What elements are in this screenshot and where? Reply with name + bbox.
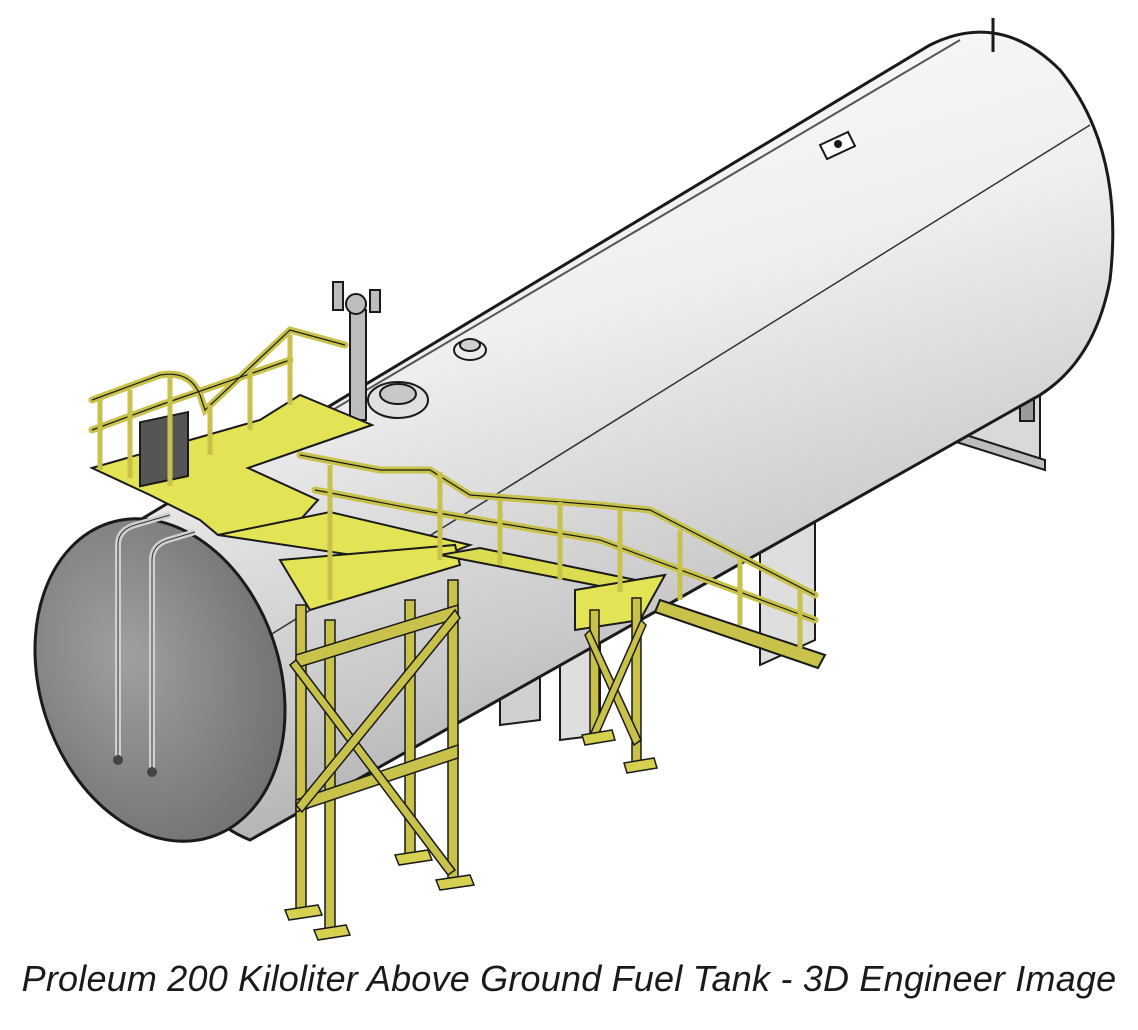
access-platform [89, 393, 827, 670]
support-tower [288, 579, 647, 931]
vent-valve-assembly [332, 281, 381, 421]
fuel-tank-3d-illustration [33, 18, 1115, 941]
manhole-cover [367, 338, 487, 419]
tank-end-cap [33, 512, 287, 843]
handrail-posts [97, 335, 803, 648]
image-caption: Proleum 200 Kiloliter Above Ground Fuel … [21, 958, 1117, 999]
handrail-outline [91, 329, 816, 621]
tower-base-plates [283, 729, 658, 941]
